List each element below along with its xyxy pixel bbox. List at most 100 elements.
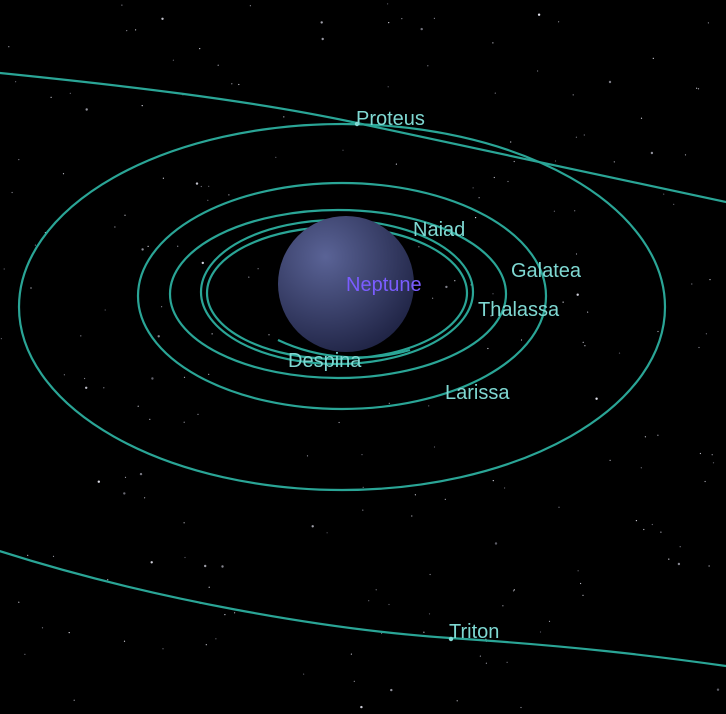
star (513, 589, 515, 591)
star (18, 601, 20, 603)
star (27, 554, 29, 556)
star (684, 154, 687, 156)
star (268, 334, 270, 336)
star (433, 446, 436, 448)
star (238, 83, 240, 86)
star (537, 70, 539, 72)
star (635, 520, 638, 522)
star (652, 57, 654, 60)
star (395, 163, 397, 165)
star (80, 335, 82, 337)
star (698, 346, 700, 349)
star (427, 65, 429, 67)
star (124, 214, 126, 216)
star (183, 522, 185, 524)
triton-label[interactable]: Triton (449, 621, 499, 643)
star (507, 180, 509, 183)
proteus-label[interactable]: Proteus (356, 108, 425, 130)
star (283, 116, 285, 118)
star (553, 210, 556, 212)
star (150, 561, 153, 564)
star (147, 245, 149, 247)
star (30, 287, 32, 289)
star (595, 397, 598, 400)
orbit-galatea (136, 181, 548, 411)
star (85, 386, 88, 389)
star (411, 515, 413, 517)
star (157, 335, 160, 338)
star (342, 149, 344, 151)
star (361, 454, 363, 456)
star (41, 627, 44, 629)
star (554, 160, 557, 162)
star (575, 253, 578, 255)
star (709, 279, 711, 281)
star (161, 306, 163, 308)
galatea-label[interactable]: Galatea (511, 260, 582, 282)
star (375, 589, 377, 591)
star (151, 377, 154, 380)
star (712, 462, 715, 464)
star (428, 613, 431, 615)
star (650, 151, 654, 155)
star (24, 653, 26, 655)
orbit-proteus (0, 71, 726, 204)
star (368, 600, 370, 602)
star (18, 159, 20, 161)
star (668, 558, 670, 560)
star (502, 605, 504, 607)
star (162, 648, 164, 650)
star (338, 421, 340, 424)
orbit-triton (0, 550, 726, 668)
star (360, 705, 363, 709)
star (3, 268, 5, 270)
star (200, 185, 202, 188)
thalassa-label[interactable]: Thalassa (478, 299, 560, 321)
star (487, 347, 489, 350)
star (401, 18, 403, 20)
star (306, 455, 309, 457)
star (123, 640, 126, 642)
star (428, 405, 430, 407)
star (444, 498, 446, 500)
star (643, 528, 645, 531)
star (644, 436, 647, 438)
star (475, 217, 477, 219)
larissa-label[interactable]: Larissa (445, 382, 510, 404)
star (388, 603, 390, 606)
star-field (0, 3, 720, 709)
naiad-label[interactable]: Naiad (413, 219, 465, 241)
star (208, 586, 210, 588)
triton-marker[interactable] (448, 636, 454, 642)
star (183, 376, 186, 378)
star (494, 92, 496, 94)
star (161, 17, 164, 20)
neptune-label[interactable]: Neptune (346, 274, 422, 296)
neptune-planet[interactable] (278, 216, 414, 352)
star (350, 653, 352, 655)
star (104, 309, 106, 311)
star (510, 141, 512, 143)
star (575, 136, 578, 138)
star (248, 276, 250, 278)
star (362, 509, 364, 511)
star (520, 706, 522, 709)
star (353, 680, 355, 682)
star (121, 4, 123, 6)
despina-label[interactable]: Despina (288, 350, 362, 372)
star (432, 297, 434, 299)
star (135, 29, 137, 31)
star (362, 486, 364, 488)
star (705, 333, 708, 335)
star (234, 612, 236, 614)
star (580, 582, 582, 585)
star (582, 594, 584, 596)
star (479, 655, 481, 657)
proteus-marker[interactable] (354, 121, 360, 127)
star (124, 476, 127, 478)
star (137, 405, 139, 407)
star (618, 352, 621, 354)
star (445, 285, 448, 289)
star (512, 590, 515, 592)
